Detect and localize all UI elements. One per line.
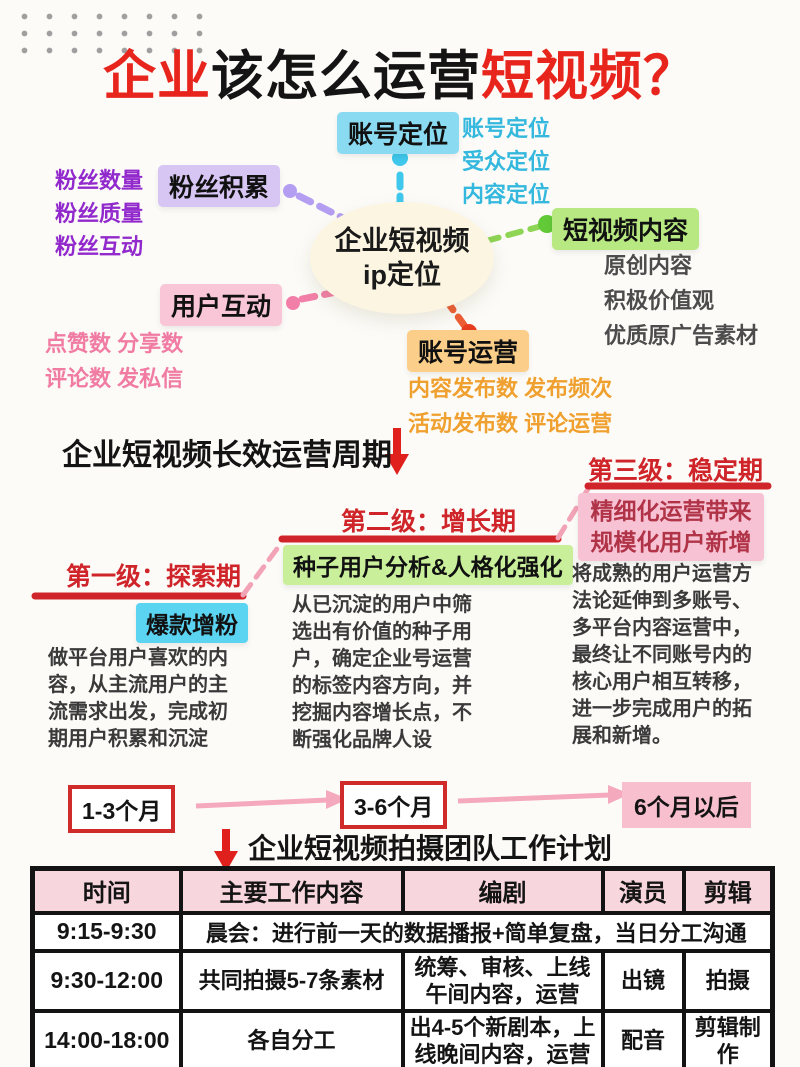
account-operation-items: 内容发布数 发布频次 活动发布数 评论运营 xyxy=(408,371,612,441)
user-interaction-items: 点赞数 分享数 评论数 发私信 xyxy=(45,326,183,396)
table-row: 14:00-18:00 各自分工 出4-5个新剧本，上线晚间内容，运营 配音 剪… xyxy=(30,1008,775,1067)
stage1-description: 做平台用户喜欢的内容，从主流用户的主流需求出发，完成初期用户积累和沉淀 xyxy=(48,647,228,750)
list-item: 账号定位 xyxy=(462,116,551,141)
node-video-content: 短视频内容 xyxy=(552,208,700,250)
timeline-box-3-6-months: 3-6个月 xyxy=(340,781,448,829)
node-account-operation: 账号运营 xyxy=(407,330,530,372)
schedule-section-heading: 企业短视频拍摄团队工作计划 xyxy=(248,833,613,864)
list-item: 原创内容 xyxy=(604,253,693,278)
cell-scriptwriter: 统筹、审核、上线午间内容，运营 xyxy=(400,948,605,1013)
stage2-title: 第二级：增长期 xyxy=(341,508,517,536)
account-positioning-items: 账号定位 受众定位 内容定位 xyxy=(462,112,550,211)
node-user-interaction: 用户互动 xyxy=(160,284,283,326)
list-item: 点赞数 分享数 xyxy=(45,331,184,356)
table-row: 9:30-12:00 共同拍摄5-7条素材 统筹、审核、上线午间内容，运营 出镜… xyxy=(30,948,775,1013)
stair-connector-1-2 xyxy=(240,539,285,598)
stage1-tag: 爆款增粉 xyxy=(136,603,248,643)
stage1-title: 第一级：探索期 xyxy=(66,563,242,591)
list-item: 优质原广告素材 xyxy=(604,323,759,348)
col-header-editor: 剪辑 xyxy=(681,866,775,915)
cell-time: 14:00-18:00 xyxy=(30,1008,183,1067)
title-question-mark: ？ xyxy=(643,47,697,106)
cell-actor: 配音 xyxy=(600,1008,686,1067)
dot-grid-decoration xyxy=(12,8,204,56)
timeline-box-6-months-plus: 6个月以后 xyxy=(622,782,751,828)
schedule-table: 时间 主要工作内容 编剧 演员 剪辑 9:15-9:30 晨会：进行前一天的数据… xyxy=(30,866,775,1067)
cell-scriptwriter: 出4-5个新剧本，上线晚间内容，运营 xyxy=(400,1008,605,1067)
stage3-title: 第三级：稳定期 xyxy=(588,457,764,485)
stage2-tag: 种子用户分析&人格化强化 xyxy=(283,545,573,585)
table-row: 9:15-9:30 晨会：进行前一天的数据播报+简单复盘，当日分工沟通 xyxy=(30,910,775,953)
center-node-line2: ip定位 xyxy=(363,260,441,290)
table-header-row: 时间 主要工作内容 编剧 演员 剪辑 xyxy=(30,866,775,915)
connector-line-content xyxy=(483,224,541,244)
list-item: 粉丝质量 xyxy=(55,201,144,226)
cell-actor: 出镜 xyxy=(600,948,686,1013)
stage3-tag: 精细化运营带来规模化用户新增 xyxy=(578,493,764,561)
list-item: 受众定位 xyxy=(462,149,551,174)
col-header-time: 时间 xyxy=(30,866,183,915)
cell-editor: 拍摄 xyxy=(681,948,775,1013)
cell-time: 9:15-9:30 xyxy=(30,910,183,953)
mindmap-center-node: 企业短视频 ip定位 xyxy=(310,202,494,314)
connector-dot-interaction xyxy=(286,296,300,310)
col-header-main-work: 主要工作内容 xyxy=(178,866,405,915)
cell-morning-meeting: 晨会：进行前一天的数据播报+简单复盘，当日分工沟通 xyxy=(178,910,775,953)
title-black: 该怎么运营 xyxy=(211,47,481,106)
video-content-items: 原创内容 积极价值观 优质原广告素材 xyxy=(604,248,758,353)
node-account-positioning: 账号定位 xyxy=(337,112,460,154)
schedule-table-wrapper: 时间 主要工作内容 编剧 演员 剪辑 9:15-9:30 晨会：进行前一天的数据… xyxy=(30,866,775,1067)
cell-time: 9:30-12:00 xyxy=(30,948,183,1013)
cell-main-work: 各自分工 xyxy=(178,1008,405,1067)
cell-editor: 剪辑制作 xyxy=(681,1008,775,1067)
list-item: 活动发布数 评论运营 xyxy=(408,411,613,436)
list-item: 内容发布数 发布频次 xyxy=(408,376,613,401)
center-node-line1: 企业短视频 xyxy=(334,226,470,256)
page-title: 企业该怎么运营短视频？ xyxy=(0,34,800,110)
list-item: 粉丝数量 xyxy=(55,168,144,193)
stage2-description: 从已沉淀的用户中筛选出有价值的种子用户，确定企业号运营的标签内容方向，并挖掘内容… xyxy=(292,594,472,751)
list-item: 内容定位 xyxy=(462,182,551,207)
cell-main-work: 共同拍摄5-7条素材 xyxy=(178,948,405,1013)
timeline-arrow-1 xyxy=(195,797,329,809)
connector-dot-fans xyxy=(283,184,297,198)
title-red-2: 短视频 xyxy=(481,47,643,106)
timeline-arrow-2 xyxy=(457,792,611,804)
col-header-scriptwriter: 编剧 xyxy=(400,866,605,915)
node-fan-accumulation: 粉丝积累 xyxy=(158,165,281,207)
timeline-box-1-3-months: 1-3个月 xyxy=(68,785,176,833)
list-item: 积极价值观 xyxy=(604,288,715,313)
list-item: 粉丝互动 xyxy=(55,234,144,259)
fan-accumulation-items: 粉丝数量 粉丝质量 粉丝互动 xyxy=(55,164,143,263)
cycle-section-heading: 企业短视频长效运营周期 xyxy=(62,439,392,472)
col-header-actor: 演员 xyxy=(600,866,686,915)
title-red-1: 企业 xyxy=(103,47,211,106)
list-item: 评论数 发私信 xyxy=(45,366,184,391)
stage3-description: 将成熟的用户运营方法论延伸到多账号、多平台内容运营中，最终让不同账号内的核心用户… xyxy=(572,563,752,747)
